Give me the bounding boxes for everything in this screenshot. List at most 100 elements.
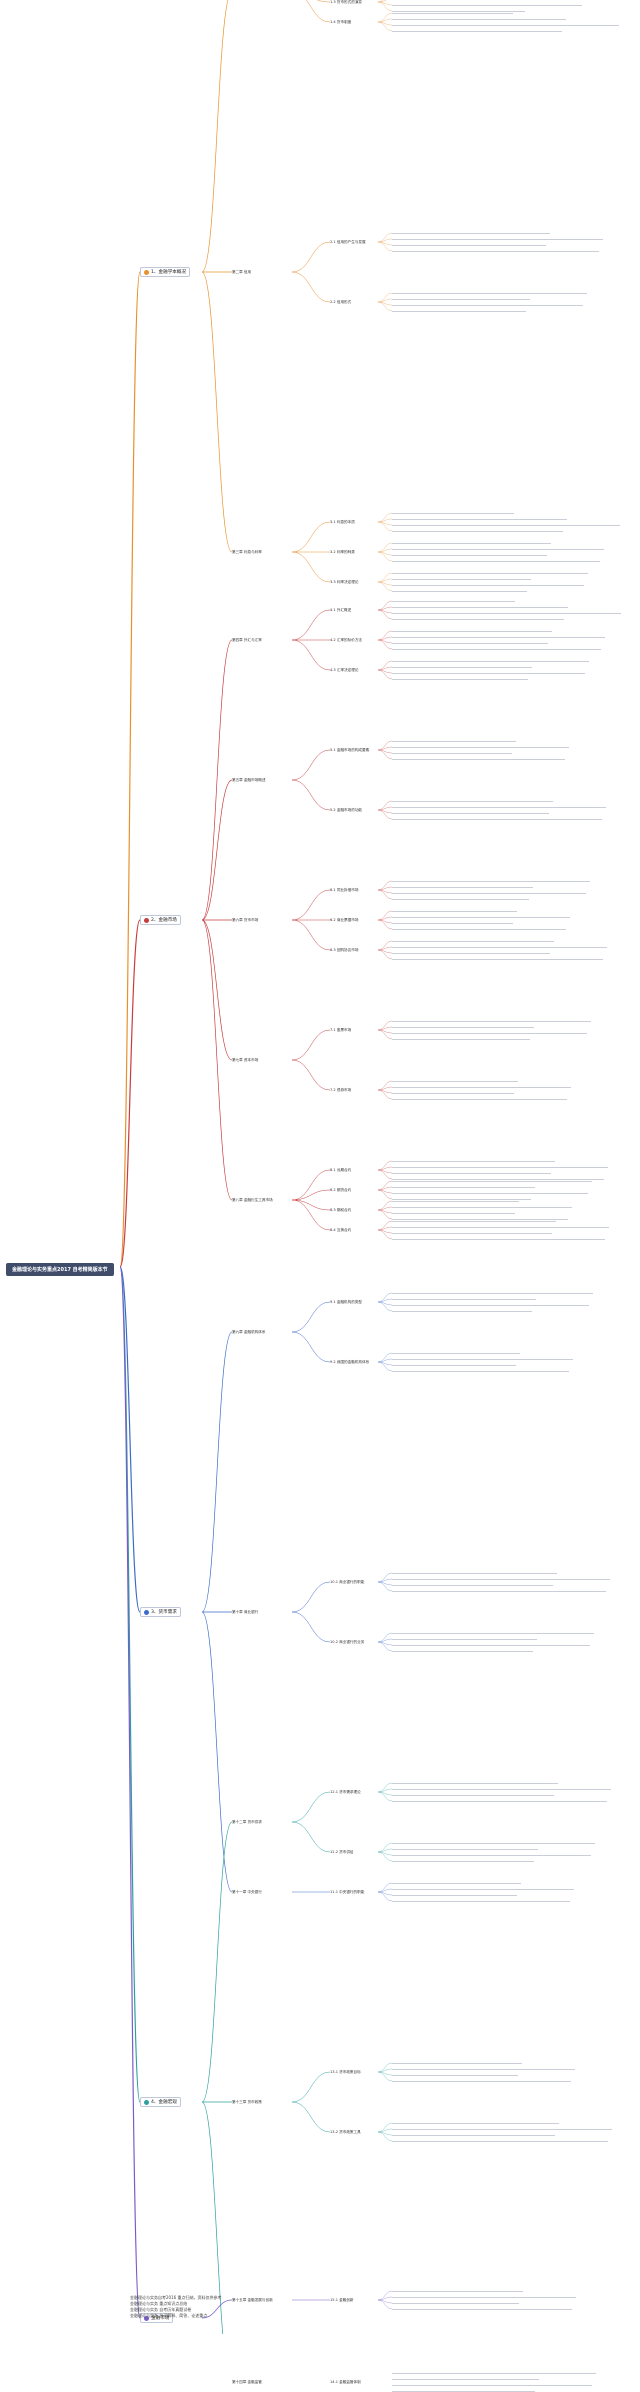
section-node[interactable]: 6.3 回购协议市场: [330, 948, 359, 952]
detail-line: [392, 24, 619, 26]
connector-line: [377, 1791, 393, 1802]
section-node[interactable]: 13.2 货币政策工具: [330, 2130, 361, 2134]
detail-line: [392, 2290, 523, 2292]
connector-line: [377, 2068, 393, 2073]
section-node[interactable]: 12.1 货币需求理论: [330, 1790, 361, 1794]
chapter-node[interactable]: 第十四章 金融监管: [232, 2380, 262, 2384]
detail-line: [392, 238, 603, 240]
connector-line: [377, 1888, 393, 1893]
connector-line: [377, 18, 393, 23]
branch-node[interactable]: 3、货币需求: [140, 1607, 181, 1617]
connector-line: [377, 1206, 393, 1211]
connector-line: [377, 2290, 393, 2301]
section-node[interactable]: 8.2 期货合约: [330, 1188, 352, 1192]
footer-line: 金融理论与实务 重点知识点总结: [130, 2301, 188, 2306]
detail-line: [392, 4, 582, 6]
connector-line: [377, 578, 393, 583]
connector-line: [377, 232, 393, 243]
section-node[interactable]: 7.2 债券市场: [330, 1088, 352, 1092]
connector-line: [377, 2296, 393, 2301]
section-node[interactable]: 4.1 外汇概述: [330, 608, 352, 612]
detail-line: [392, 1644, 590, 1646]
branch-label: 2、金融市场: [151, 918, 177, 923]
chapter-node[interactable]: 第二章 信用: [232, 270, 252, 274]
connector-line: [377, 241, 393, 252]
section-node[interactable]: 5.2 金融市场的功能: [330, 808, 363, 812]
chapter-node[interactable]: 第三章 利息与利率: [232, 550, 262, 554]
section-node[interactable]: 8.1 远期合约: [330, 1168, 352, 1172]
section-node[interactable]: 2.1 信用的产生与发展: [330, 240, 366, 244]
detail-line: [392, 1086, 571, 1088]
section-node[interactable]: 2.2 信用形式: [330, 300, 352, 304]
branch-label: 1、金融学本概况: [151, 270, 187, 275]
section-node[interactable]: 9.2 我国的金融机构体系: [330, 1360, 370, 1364]
section-node[interactable]: 13.1 货币政策目标: [330, 2070, 361, 2074]
detail-line: [392, 572, 588, 574]
section-node[interactable]: 9.1 金融机构的类型: [330, 1300, 363, 1304]
detail-line: [392, 1178, 604, 1180]
connector-line: [377, 609, 393, 620]
section-node[interactable]: 1.4 货币制度: [330, 20, 352, 24]
connector-line: [291, 1821, 331, 1853]
connector-line: [377, 1638, 393, 1643]
chapter-node[interactable]: 第九章 金融机构体系: [232, 1330, 266, 1334]
section-node[interactable]: 6.2 商业票据市场: [330, 918, 359, 922]
section-node[interactable]: 14.1 金融监管体制: [330, 2380, 361, 2384]
section-node[interactable]: 3.2 利率的种类: [330, 550, 355, 554]
detail-line: [392, 2384, 592, 2386]
section-node[interactable]: 15.1 金融创新: [330, 2298, 354, 2302]
connector-line: [377, 1578, 393, 1583]
root-node[interactable]: 金融理论与实务重点2017 自考精简版本节: [6, 1263, 114, 1276]
chapter-node[interactable]: 第十五章 金融发展与创新: [232, 2298, 273, 2302]
section-node[interactable]: 4.3 汇率决定理论: [330, 668, 359, 672]
section-node[interactable]: 12.2 货币供给: [330, 1850, 354, 1854]
section-node[interactable]: 3.1 利息的本质: [330, 520, 355, 524]
detail-line: [392, 1166, 608, 1168]
connector-line: [291, 609, 331, 641]
detail-line: [392, 232, 550, 234]
section-node[interactable]: 8.4 互换合约: [330, 1228, 352, 1232]
connector-line: [291, 639, 331, 671]
branch-node[interactable]: 4、金融宏观: [140, 2097, 181, 2107]
section-node[interactable]: 10.1 商业银行的职能: [330, 1580, 365, 1584]
detail-line: [392, 1578, 610, 1580]
chapter-node[interactable]: 第十二章 货币供求: [232, 1820, 262, 1824]
connector-line: [201, 779, 233, 921]
chapter-node[interactable]: 第四章 外汇与汇率: [232, 638, 262, 642]
chapter-node[interactable]: 第七章 资本市场: [232, 1058, 259, 1062]
branch-icon: [144, 2099, 149, 2105]
connector-line: [305, 0, 331, 23]
section-node[interactable]: 3.3 利率决定理论: [330, 580, 359, 584]
section-node[interactable]: 4.2 汇率的标价方法: [330, 638, 363, 642]
connector-line: [201, 1611, 233, 1893]
branch-node[interactable]: 1、金融学本概况: [140, 267, 191, 277]
section-node[interactable]: 6.1 同业拆借市场: [330, 888, 359, 892]
section-node[interactable]: 5.1 金融市场的构成要素: [330, 748, 370, 752]
chapter-node[interactable]: 第五章 金融市场概述: [232, 778, 266, 782]
detail-line: [392, 1032, 587, 1034]
section-node[interactable]: 11.1 中央银行的职能: [330, 1890, 365, 1894]
footer-line: 金融理论与实务 自考历年真题试卷: [130, 2307, 192, 2312]
connector-line: [291, 241, 331, 273]
chapter-node[interactable]: 第十三章 货币政策: [232, 2100, 262, 2104]
detail-line: [392, 1848, 538, 1850]
detail-line: [392, 752, 512, 754]
section-node[interactable]: 1.3 货币形式的演变: [330, 0, 363, 4]
branch-node[interactable]: 2、金融市场: [140, 915, 181, 925]
chapter-node[interactable]: 第八章 金融衍生工具市场: [232, 1198, 273, 1202]
branch-node[interactable]: 金融市场: [140, 2313, 174, 2323]
chapter-node[interactable]: 第六章 货币市场: [232, 918, 259, 922]
section-node[interactable]: 10.2 商业银行的业务: [330, 1640, 365, 1644]
section-node[interactable]: 7.1 股票市场: [330, 1028, 352, 1032]
chapter-node[interactable]: 第十一章 中央银行: [232, 1890, 262, 1894]
detail-line: [392, 244, 546, 246]
detail-line: [392, 2080, 571, 2082]
chapter-node[interactable]: 第十章 商业银行: [232, 1610, 259, 1614]
detail-line: [392, 1220, 556, 1222]
connector-line: [377, 518, 393, 523]
section-node[interactable]: 8.3 期权合约: [330, 1208, 352, 1212]
detail-line: [392, 2372, 596, 2374]
connector-line: [377, 521, 393, 532]
connector-line: [119, 1266, 141, 1613]
footer-notes: 金融理论与实务自考2016 重点归纳，资料仅供参考 金融理论与实务 重点知识点总…: [130, 2295, 221, 2319]
